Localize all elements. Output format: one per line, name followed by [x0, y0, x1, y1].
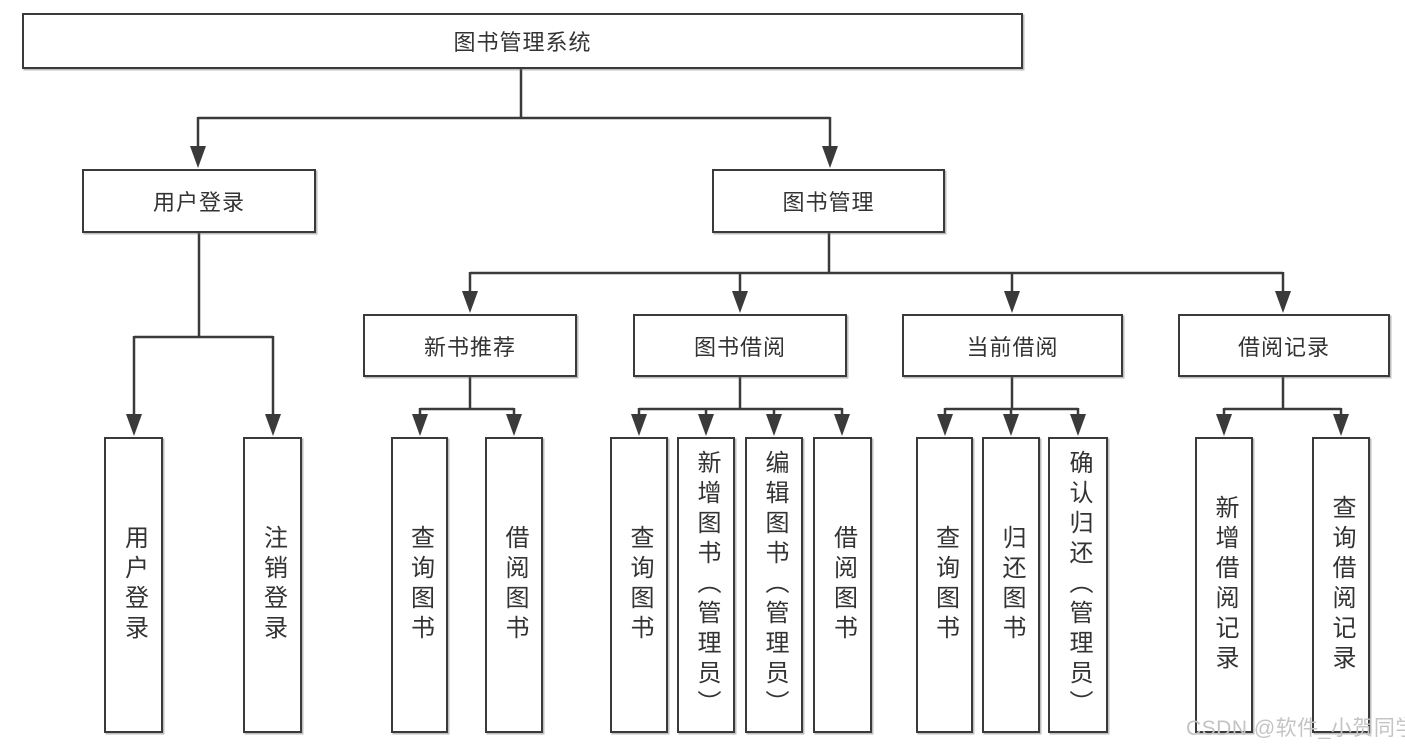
- node-label: 当前借阅: [966, 334, 1059, 360]
- node-root: 图书管理系统: [22, 13, 1023, 69]
- node-label: 注销登录: [259, 525, 287, 645]
- arrow-down-icon: [766, 414, 782, 436]
- node-label: 新增图书（管理员）: [693, 450, 720, 720]
- node-label: 图书管理系统: [453, 30, 592, 55]
- node-label: 确认归还（管理员）: [1065, 450, 1092, 720]
- arrow-down-icon: [1070, 414, 1086, 436]
- node-leaf-return-book: 归还图书: [982, 437, 1040, 733]
- arrow-down-icon: [631, 414, 647, 436]
- node-leaf-query-book-borrow: 查询图书: [610, 437, 668, 733]
- arrow-down-icon: [937, 414, 953, 436]
- node-label: 查询图书: [406, 525, 434, 645]
- node-book-management: 图书管理: [712, 169, 945, 233]
- node-borrow-records: 借阅记录: [1178, 314, 1390, 377]
- node-leaf-borrow-book: 借阅图书: [813, 437, 872, 733]
- node-user-login: 用户登录: [82, 169, 316, 233]
- node-leaf-confirm-return-admin: 确认归还（管理员）: [1048, 437, 1108, 733]
- arrow-down-icon: [1275, 291, 1291, 313]
- node-label: 编辑图书（管理员）: [761, 450, 788, 720]
- arrow-down-icon: [190, 146, 206, 168]
- node-leaf-add-borrow-record: 新增借阅记录: [1195, 437, 1253, 733]
- node-leaf-query-book-current: 查询图书: [916, 437, 973, 733]
- arrow-down-icon: [834, 414, 850, 436]
- node-label: 查询借阅记录: [1328, 495, 1355, 675]
- arrow-down-icon: [412, 414, 428, 436]
- arrow-down-icon: [1333, 414, 1349, 436]
- node-leaf-user-login: 用户登录: [104, 437, 163, 733]
- node-label: 图书借阅: [693, 334, 786, 360]
- node-label: 借阅记录: [1237, 334, 1330, 360]
- arrow-down-icon: [1216, 414, 1232, 436]
- arrow-down-icon: [1004, 291, 1020, 313]
- node-label: 新增借阅记录: [1211, 495, 1238, 675]
- node-label: 借阅图书: [501, 525, 528, 645]
- arrow-down-icon: [506, 414, 522, 436]
- node-new-book-recommend: 新书推荐: [363, 314, 577, 377]
- node-leaf-add-book-admin: 新增图书（管理员）: [677, 437, 735, 733]
- node-label: 查询图书: [931, 525, 959, 645]
- arrow-down-icon: [126, 414, 142, 436]
- node-label: 查询图书: [626, 525, 653, 645]
- node-leaf-query-book-recommend: 查询图书: [391, 437, 448, 733]
- arrow-down-icon: [265, 414, 281, 436]
- node-leaf-query-borrow-record: 查询借阅记录: [1312, 437, 1370, 733]
- node-label: 用户登录: [120, 525, 148, 645]
- node-label: 图书管理: [782, 190, 875, 215]
- node-book-borrow: 图书借阅: [633, 314, 847, 377]
- node-leaf-borrow-book-recommend: 借阅图书: [485, 437, 543, 733]
- node-label: 新书推荐: [423, 334, 516, 360]
- node-current-borrow: 当前借阅: [902, 314, 1123, 377]
- arrow-down-icon: [698, 414, 714, 436]
- node-label: 归还图书: [998, 525, 1025, 645]
- arrow-down-icon: [822, 146, 838, 168]
- arrow-down-icon: [732, 291, 748, 313]
- arrow-down-icon: [1003, 414, 1019, 436]
- node-label: 用户登录: [152, 190, 245, 215]
- node-label: 借阅图书: [829, 525, 857, 645]
- csdn-watermark: CSDN @软件_小贺同学: [1186, 717, 1405, 740]
- node-leaf-logout: 注销登录: [243, 437, 302, 733]
- node-leaf-edit-book-admin: 编辑图书（管理员）: [745, 437, 803, 733]
- arrow-down-icon: [462, 291, 478, 313]
